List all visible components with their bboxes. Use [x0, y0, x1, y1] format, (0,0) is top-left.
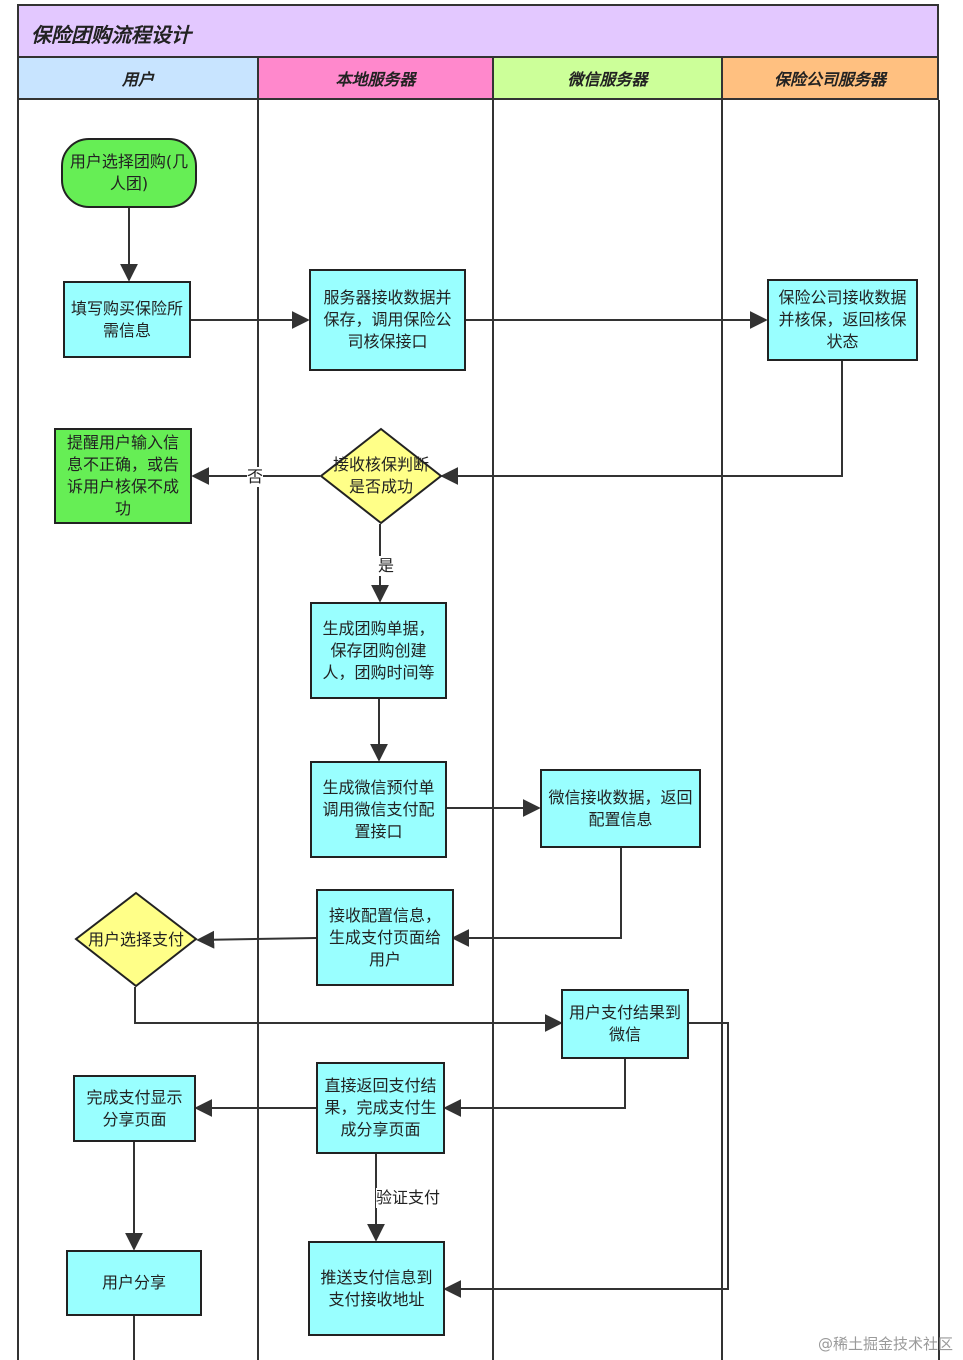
lane-border-right: [938, 100, 940, 1360]
node-wx-receive-label: 微信接收数据，返回配置信息: [548, 787, 693, 829]
node-insurer-check[interactable]: 保险公司接收数据并核保，返回核保状态: [767, 279, 918, 361]
node-create-order[interactable]: 生成团购单据，保存团购创建人，团购时间等: [310, 602, 447, 699]
edge-label-verify: 验证支付: [376, 1188, 441, 1208]
edge-pay-to-result: [134, 987, 563, 1032]
node-user-share[interactable]: 用户分享: [66, 1250, 202, 1316]
node-start-label: 用户选择团购(几人团): [69, 152, 189, 193]
node-check-success-label: 接收核保判断是否成功: [332, 455, 429, 496]
node-remind-user[interactable]: 提醒用户输入信息不正确，或告诉用户核保不成功: [54, 428, 192, 524]
watermark: @稀土掘金技术社区: [817, 1335, 953, 1353]
lane-header-wechat: 微信服务器: [492, 58, 723, 100]
edge-result-to-return: [443, 1058, 626, 1117]
edge-label-no: 否: [247, 467, 264, 487]
node-receive-config-label: 接收配置信息，生成支付页面给用户: [328, 905, 441, 969]
node-start[interactable]: 用户选择团购(几人团): [61, 138, 197, 208]
edge-insurer-to-check: [440, 360, 843, 485]
node-create-order-label: 生成团购单据，保存团购创建人，团购时间等: [322, 618, 435, 682]
decision-shape: [74, 891, 198, 988]
node-server-receive[interactable]: 服务器接收数据并保存，调用保险公司核保接口: [309, 269, 466, 371]
decision-shape: [319, 427, 443, 525]
node-user-pay[interactable]: 用户选择支付: [74, 891, 198, 988]
lane-label-insurer: 保险公司服务器: [773, 70, 886, 89]
node-push-pay[interactable]: 推送支付信息到支付接收地址: [308, 1241, 445, 1336]
lane-label-wechat: 微信服务器: [567, 70, 648, 89]
node-remind-user-label: 提醒用户输入信息不正确，或告诉用户核保不成功: [66, 433, 179, 518]
node-fill-info[interactable]: 填写购买保险所需信息: [63, 281, 191, 358]
lane-header-local: 本地服务器: [257, 58, 494, 100]
node-pay-result[interactable]: 用户支付结果到微信: [561, 989, 689, 1059]
node-user-pay-label: 用户选择支付: [87, 929, 184, 949]
lane-label-user: 用户: [121, 70, 154, 89]
lane-divider-2: [492, 100, 494, 1360]
node-return-result-label: 直接返回支付结果，完成支付生成分享页面: [324, 1076, 437, 1139]
pool-title-bar: 保险团购流程设计: [17, 4, 939, 58]
lane-label-local: 本地服务器: [335, 70, 416, 89]
node-return-result[interactable]: 直接返回支付结果，完成支付生成分享页面: [316, 1062, 445, 1154]
lane-header-insurer: 保险公司服务器: [721, 58, 939, 100]
lane-header-user: 用户: [17, 58, 259, 100]
node-check-success[interactable]: 接收核保判断是否成功: [319, 427, 443, 525]
node-insurer-check-label: 保险公司接收数据并核保，返回核保状态: [778, 288, 907, 351]
node-wx-prepay-label: 生成微信预付单调用微信支付配置接口: [322, 777, 435, 841]
node-user-share-label: 用户分享: [101, 1273, 166, 1292]
lane-border-left: [17, 100, 19, 1360]
node-receive-config[interactable]: 接收配置信息，生成支付页面给用户: [316, 889, 454, 986]
node-fill-info-label: 填写购买保险所需信息: [71, 298, 184, 340]
node-pay-result-label: 用户支付结果到微信: [569, 1003, 682, 1044]
node-wx-prepay[interactable]: 生成微信预付单调用微信支付配置接口: [310, 761, 447, 858]
node-show-share-label: 完成支付显示分享页面: [86, 1087, 183, 1129]
node-push-pay-label: 推送支付信息到支付接收地址: [320, 1267, 433, 1309]
node-wx-receive[interactable]: 微信接收数据，返回配置信息: [540, 769, 701, 848]
node-server-receive-label: 服务器接收数据并保存，调用保险公司核保接口: [323, 288, 452, 351]
edge-wx-to-config: [451, 847, 622, 947]
lane-divider-3: [721, 100, 723, 1360]
node-show-share[interactable]: 完成支付显示分享页面: [73, 1075, 196, 1142]
lane-divider-1: [257, 100, 259, 1360]
diagram-title: 保险团购流程设计: [31, 23, 191, 47]
edge-label-yes: 是: [378, 556, 395, 576]
edge-result-to-push: [443, 1022, 729, 1298]
